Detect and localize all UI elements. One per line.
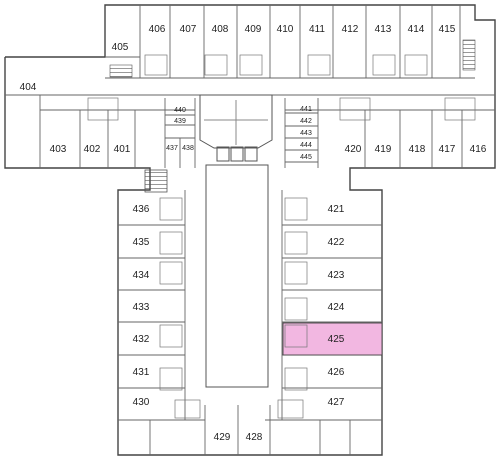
stairs-icon [109, 64, 133, 78]
room-label: 435 [133, 237, 150, 248]
room-label: 419 [375, 144, 392, 155]
room-label: 412 [342, 24, 359, 35]
room-label: 415 [439, 24, 456, 35]
room-label: 427 [328, 397, 345, 408]
room-label: 406 [149, 24, 166, 35]
room-label: 432 [133, 334, 150, 345]
room-label: 407 [180, 24, 197, 35]
room-label: 438 [182, 145, 194, 152]
room-label: 409 [245, 24, 262, 35]
south-rooms [118, 190, 382, 455]
room-label: 417 [439, 144, 456, 155]
room-label: 444 [300, 142, 312, 149]
room-label: 401 [114, 144, 131, 155]
room-label: 424 [328, 302, 345, 313]
room-label: 405 [112, 42, 129, 53]
room-label: 437 [166, 145, 178, 152]
room-label: 404 [20, 82, 37, 93]
room-label: 433 [133, 302, 150, 313]
room-label: 442 [300, 118, 312, 125]
room-label: 441 [300, 106, 312, 113]
central-atrium [199, 94, 273, 388]
room-label: 411 [309, 24, 325, 35]
room-labels: 405 406 407 408 409 410 411 412 413 414 … [20, 24, 487, 443]
room-label: 420 [345, 144, 362, 155]
room-label: 416 [470, 144, 487, 155]
room-label: 423 [328, 270, 345, 281]
room-label: 414 [408, 24, 425, 35]
room-label: 434 [133, 270, 150, 281]
bathroom-fixtures [87, 54, 476, 419]
room-label: 445 [300, 154, 312, 161]
room-label: 422 [328, 237, 345, 248]
stairs-icon [462, 39, 476, 71]
room-label: 440 [174, 107, 186, 114]
room-label: 410 [277, 24, 294, 35]
room-label: 431 [133, 367, 150, 378]
room-label: 421 [328, 204, 345, 215]
room-label: 430 [133, 397, 150, 408]
room-label: 402 [84, 144, 101, 155]
room-label: 413 [375, 24, 392, 35]
room-label: 436 [133, 204, 150, 215]
room-label: 426 [328, 367, 345, 378]
room-label: 418 [409, 144, 426, 155]
room-425-highlight[interactable] [282, 322, 383, 356]
room-label: 443 [300, 130, 312, 137]
room-label: 439 [174, 118, 186, 125]
room-label: 425 [328, 334, 345, 345]
room-label: 429 [214, 432, 231, 443]
room-label: 408 [212, 24, 229, 35]
room-label: 428 [246, 432, 263, 443]
room-label: 403 [50, 144, 67, 155]
stairs-icon [144, 169, 168, 193]
north-rooms [5, 5, 495, 168]
